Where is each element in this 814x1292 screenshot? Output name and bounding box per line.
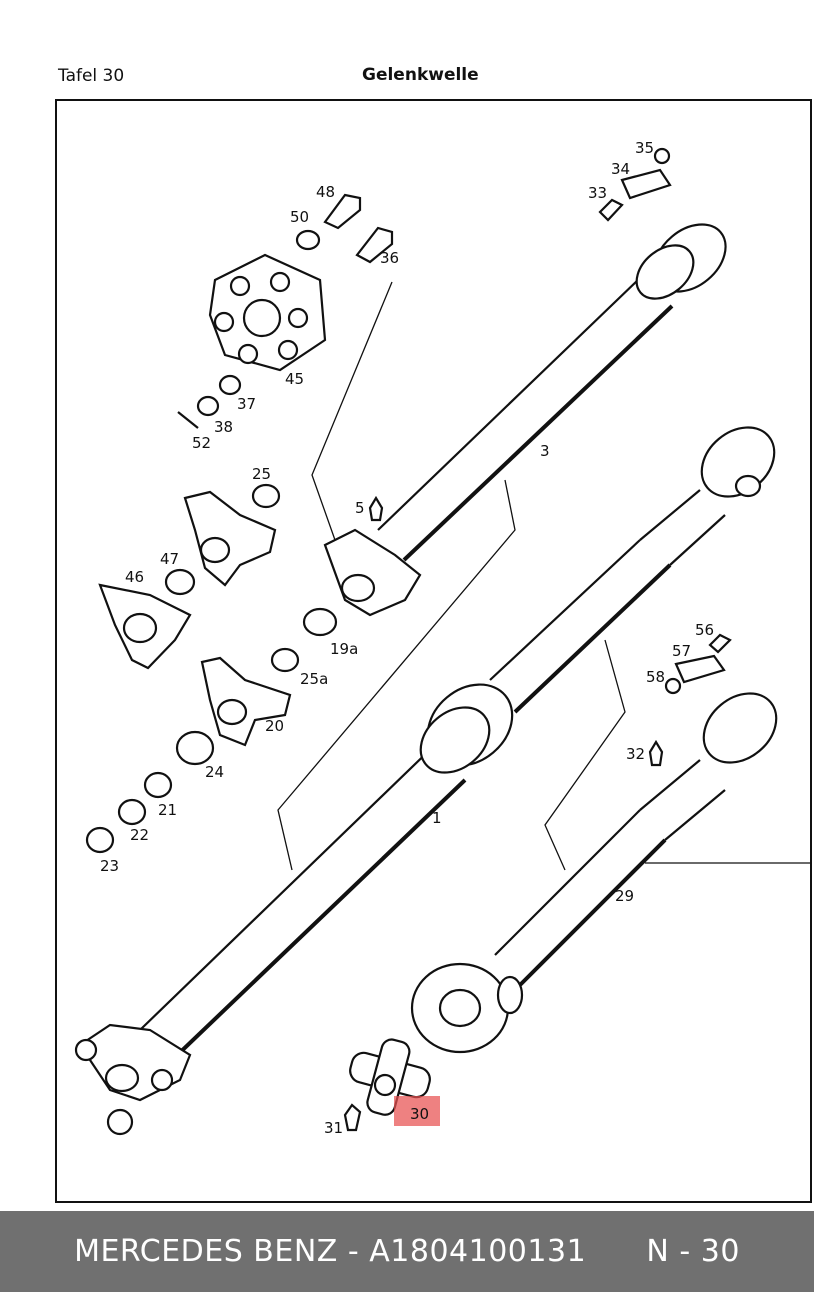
callout-50: 50: [290, 208, 309, 226]
footer-brand: MERCEDES BENZ: [74, 1234, 338, 1269]
callout-36: 36: [380, 249, 399, 267]
universal-joint-cross-30: [349, 1038, 431, 1116]
callout-24: 24: [205, 763, 224, 781]
callout-23: 23: [100, 857, 119, 875]
callout-33: 33: [588, 184, 607, 202]
footer-part-number: A1804100131: [369, 1234, 587, 1269]
small-parts: [85, 147, 732, 1132]
footer-page: N - 30: [646, 1234, 740, 1269]
footer-separator: -: [347, 1234, 360, 1269]
highlighted-part-marker[interactable]: [394, 1096, 440, 1126]
callout-58: 58: [646, 668, 665, 686]
callout-48: 48: [316, 183, 335, 201]
callout-47: 47: [160, 550, 179, 568]
page-title: Gelenkwelle: [362, 65, 479, 85]
callout-37: 37: [237, 395, 256, 413]
footer-bar: MERCEDES BENZ - A1804100131 N - 30: [0, 1211, 814, 1292]
propeller-shaft-3: [323, 223, 727, 617]
callout-29: 29: [615, 887, 634, 905]
propeller-shaft-29: [410, 692, 812, 1054]
propeller-shaft-1: [74, 426, 776, 1136]
plate-number: Tafel 30: [58, 66, 125, 86]
callout-32: 32: [626, 745, 645, 763]
callout-56: 56: [695, 621, 714, 639]
callout-52: 52: [192, 434, 211, 452]
leader-lines: [277, 281, 626, 871]
flex-disc-45: [208, 253, 327, 372]
callout-5: 5: [355, 499, 365, 517]
callout-57: 57: [672, 642, 691, 660]
callout-1: 1: [432, 809, 442, 827]
callout-20: 20: [265, 717, 284, 735]
callout-22: 22: [130, 826, 149, 844]
callout-45: 45: [285, 370, 304, 388]
callout-35: 35: [635, 139, 654, 157]
callout-34: 34: [611, 160, 630, 178]
callout-3: 3: [540, 442, 550, 460]
callout-21: 21: [158, 801, 177, 819]
callout-25: 25: [252, 465, 271, 483]
callout-31: 31: [324, 1119, 343, 1137]
callout-25a: 25a: [300, 670, 328, 688]
callout-46: 46: [125, 568, 144, 586]
callout-38: 38: [214, 418, 233, 436]
callout-19a: 19a: [330, 640, 358, 658]
